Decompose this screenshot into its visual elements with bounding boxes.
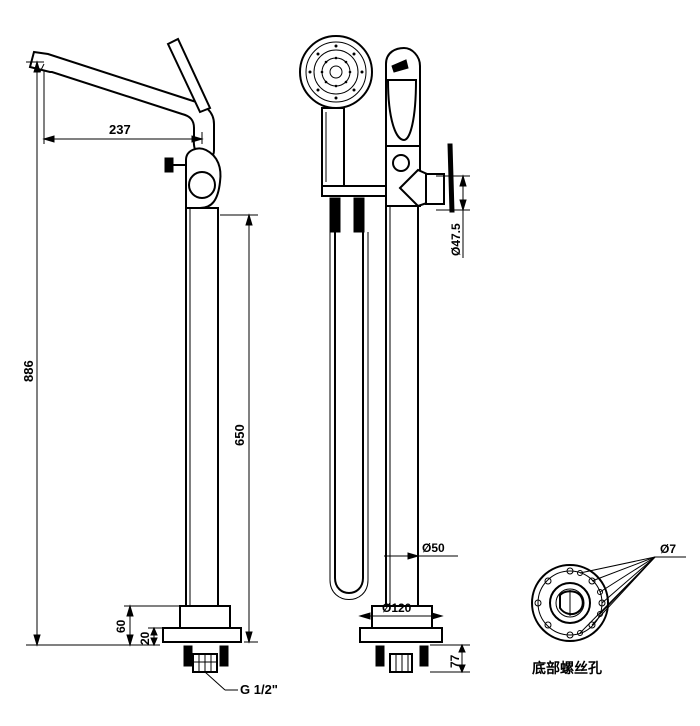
- dim-holder-diameter: Ø47.5: [449, 223, 463, 256]
- dim-body-height: 650: [232, 424, 247, 446]
- front-view: [299, 35, 470, 674]
- dim-connection: G 1/2": [240, 682, 278, 697]
- base-view-caption: 底部螺丝孔: [532, 660, 602, 676]
- dim-base-height: 60: [114, 619, 128, 633]
- dim-pipe-diameter: Ø50: [422, 541, 445, 555]
- dim-base-diameter: Ø120: [382, 601, 412, 615]
- dim-spout-reach: 237: [109, 122, 131, 137]
- dim-hole-diameter: Ø7: [660, 542, 676, 556]
- side-view: [26, 37, 258, 691]
- dim-total-height: 886: [21, 360, 36, 382]
- dim-bottom-offset: 77: [448, 654, 462, 668]
- base-view: [531, 556, 686, 642]
- dim-base-plate: 20: [138, 631, 152, 645]
